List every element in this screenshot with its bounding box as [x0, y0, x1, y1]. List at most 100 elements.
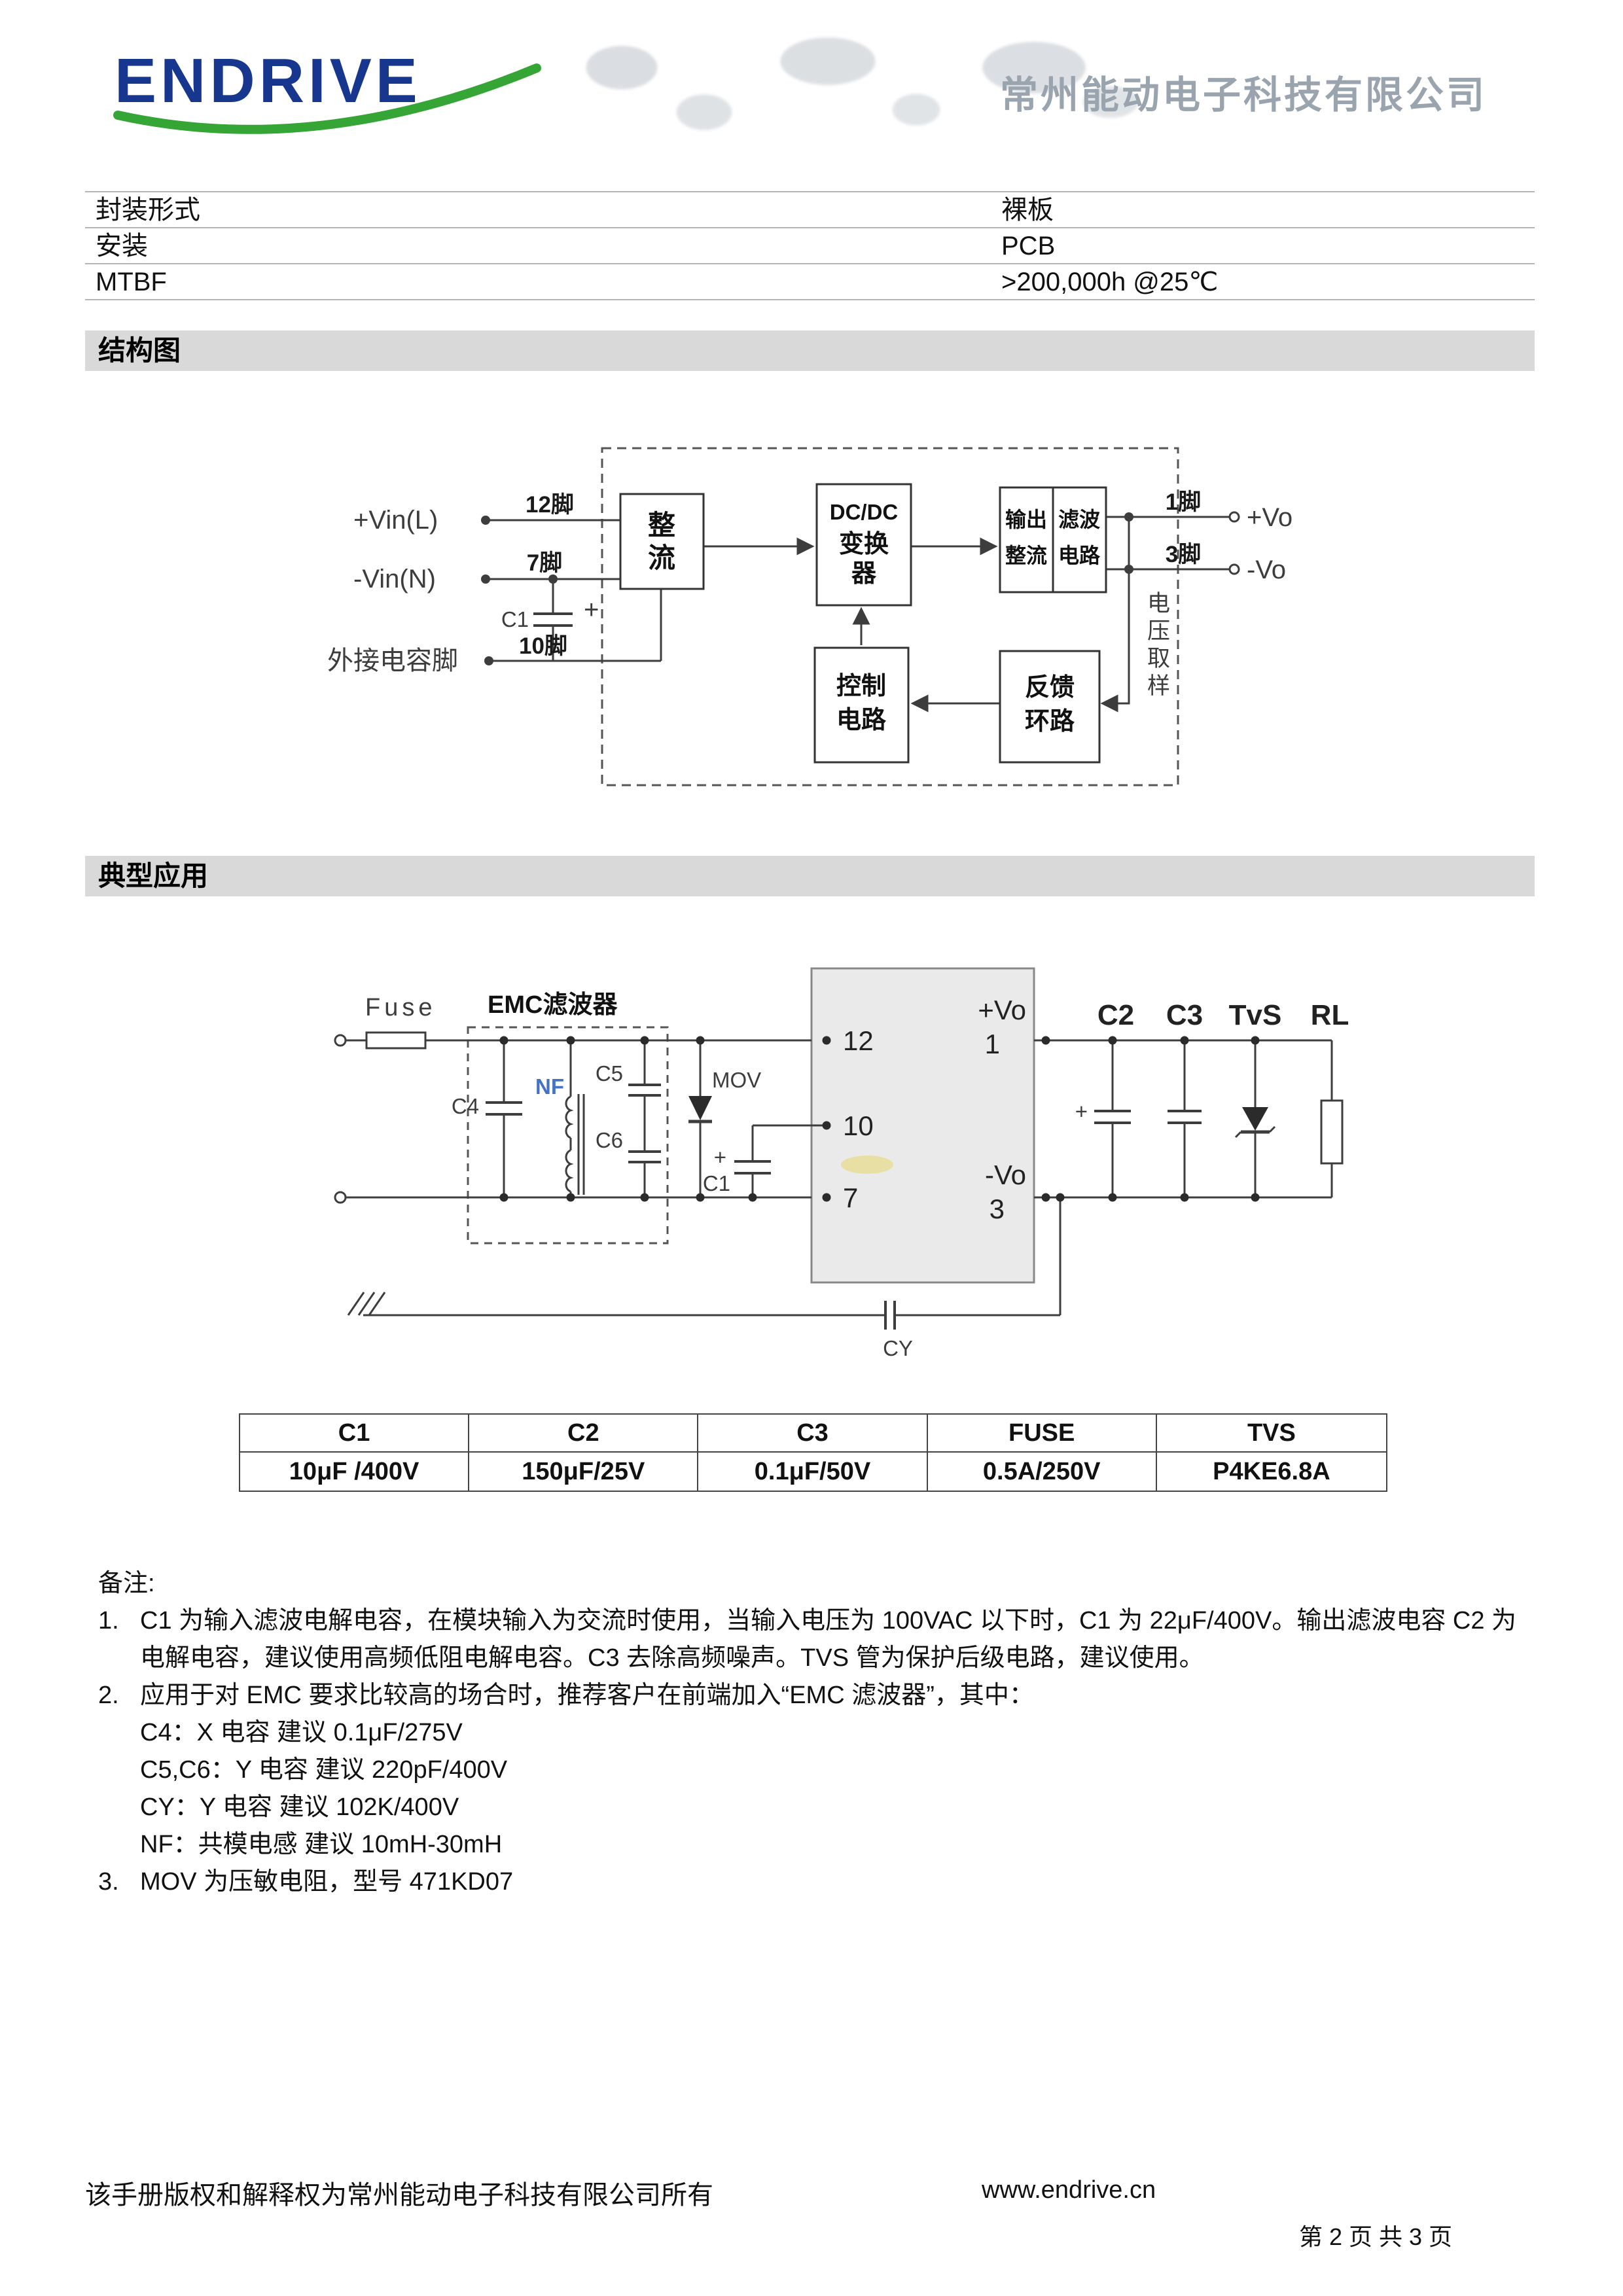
vo-plus-terminal: [1228, 511, 1240, 523]
note-text: 应用于对 EMC 要求比较高的场合时，推荐客户在前端加入“EMC 滤波器”，其中…: [140, 1682, 1034, 1709]
mov-symbol: [688, 1096, 712, 1120]
comp-header: C3: [698, 1415, 928, 1453]
pin10-dot: [822, 1121, 831, 1130]
comp-header: FUSE: [927, 1415, 1157, 1453]
c5-label: C5: [596, 1061, 623, 1086]
note-text: MOV 为压敏电阻，型号 471KD07: [140, 1868, 514, 1896]
application-diagram-svg: Fuse EMC滤波器 C4 NF C5 C6 MOV + C1 12 10 7…: [334, 967, 1349, 1360]
power-module-body: [810, 967, 1035, 1284]
dcdc-text-1: DC/DC: [830, 500, 899, 524]
spec-value: PCB: [1001, 232, 1056, 260]
note-number: 2.: [98, 1682, 119, 1709]
output-terminals: [1228, 511, 1240, 575]
semiconductor-symbols: [688, 1096, 1268, 1131]
rectifier-text-2: 流: [648, 542, 675, 573]
label-pin12: 12脚: [526, 492, 574, 518]
label-pin10: 10脚: [519, 633, 567, 659]
note-sub-c4: C4：X 电容 建议 0.1μF/275V: [140, 1719, 463, 1746]
c1-polarity-plus: +: [584, 595, 599, 624]
label-pin1: 1脚: [1166, 489, 1201, 515]
logo-swoosh: [113, 63, 541, 134]
pin7-label: 7: [843, 1182, 858, 1213]
module-vo-plus-label: +Vo: [978, 995, 1026, 1025]
structure-diagram: +Vin(L) 12脚 -Vin(N) 7脚 C1 + 外接电容脚 10脚 整 …: [262, 406, 1374, 838]
comp-header: C1: [240, 1415, 470, 1453]
label-ext-cap-pin: 外接电容脚: [327, 646, 458, 675]
label-c1: C1: [501, 607, 529, 631]
feedback-block: [999, 650, 1101, 764]
footer-url: www.endrive.cn: [982, 2176, 1156, 2204]
label-vin-minus: -Vin(N): [353, 565, 436, 593]
comp-header: C2: [469, 1415, 699, 1453]
endrive-logo: ENDRIVE: [113, 46, 541, 134]
module-vo-minus-label: -Vo: [985, 1159, 1026, 1190]
rectifier-text-1: 整: [648, 510, 675, 540]
control-text-1: 控制: [836, 673, 886, 700]
comp-value: P4KE6.8A: [1213, 1457, 1330, 1485]
spec-row: 安装 PCB: [85, 228, 1535, 264]
input-terminal-top: [334, 1034, 347, 1047]
fuse-label: Fuse: [365, 994, 436, 1021]
label-vin-plus: +Vin(L): [353, 506, 438, 535]
logo-text: ENDRIVE: [115, 46, 421, 116]
note-sub-c5c6: C5,C6：Y 电容 建议 220pF/400V: [140, 1756, 508, 1784]
pin12-label: 12: [843, 1025, 874, 1056]
dcdc-block: [815, 483, 912, 607]
structure-blocks: [619, 483, 1107, 764]
comp-header: TVS: [1156, 1415, 1386, 1453]
feedback-text-2: 环路: [1025, 708, 1075, 735]
pin1-label: 1: [985, 1029, 1000, 1059]
notes-title: 备注:: [98, 1570, 155, 1597]
spec-row: 封装形式 裸板: [85, 192, 1535, 228]
voltage-sample-label: 电压取样: [1144, 591, 1169, 701]
component-table: C1 C2 C3 FUSE TVS 10μF /400V 150μF/25V 0…: [239, 1413, 1387, 1492]
note-item-2: 2. 应用于对 EMC 要求比较高的场合时，推荐客户在前端加入“EMC 滤波器”…: [98, 1677, 1535, 1714]
footer-copyright: 该手册版权和解释权为常州能动电子科技有限公司所有: [85, 2181, 713, 2210]
comp-value: 150μF/25V: [469, 1453, 699, 1491]
control-block: [813, 646, 910, 764]
note-number: 1.: [98, 1607, 119, 1634]
spec-value: 裸板: [1001, 196, 1054, 224]
pin3-label: 3: [990, 1193, 1005, 1224]
pin7-dot: [822, 1193, 831, 1202]
output-rect-text-1: 输出: [1005, 508, 1047, 531]
label-pin3: 3脚: [1166, 542, 1201, 567]
comp-value: 0.5A/250V: [928, 1453, 1157, 1491]
spec-value: >200,000h @25℃: [1001, 268, 1219, 296]
pin12-dot: [822, 1036, 831, 1045]
comp-value: 10μF /400V: [240, 1453, 470, 1491]
company-name: 常州能动电子科技有限公司: [1000, 74, 1488, 116]
world-map-image: [563, 23, 1152, 150]
input-terminal-bottom: [334, 1191, 347, 1204]
emc-filter-dashed-box: [467, 1026, 669, 1245]
output-rect-text-2: 整流: [1005, 544, 1047, 567]
structure-diagram-svg: +Vin(L) 12脚 -Vin(N) 7脚 C1 + 外接电容脚 10脚 整 …: [327, 447, 1293, 786]
spec-label: 封装形式: [96, 196, 200, 224]
nf-label: NF: [535, 1074, 564, 1099]
c4-label: C4: [452, 1094, 479, 1118]
vo-minus-terminal: [1228, 563, 1240, 575]
filter-text-1: 滤波: [1058, 508, 1100, 531]
dcdc-text-2: 变换: [839, 531, 889, 558]
note-sub-nf: NF：共模电感 建议 10mH-30mH: [140, 1831, 503, 1858]
c2-polarity-plus: +: [1075, 1099, 1088, 1123]
pin10-label: 10: [843, 1110, 874, 1141]
application-diagram: Fuse EMC滤波器 C4 NF C5 C6 MOV + C1 12 10 7…: [275, 936, 1427, 1394]
rl-label: RL: [1311, 999, 1349, 1031]
spec-label: 安装: [96, 232, 148, 260]
mov-label: MOV: [712, 1068, 761, 1092]
c3-label: C3: [1166, 999, 1203, 1031]
note-number: 3.: [98, 1868, 119, 1896]
input-terminals: [334, 1034, 347, 1204]
highlight-artifact: [841, 1156, 893, 1174]
note-sub-cy: CY：Y 电容 建议 102K/400V: [140, 1793, 459, 1821]
feedback-text-1: 反馈: [1025, 674, 1075, 701]
note-item-3: 3. MOV 为压敏电阻，型号 471KD07: [98, 1863, 1535, 1901]
dcdc-text-3: 器: [851, 560, 877, 588]
rectifier-block: [619, 493, 705, 590]
notes-section: 备注: 1. C1 为输入滤波电解电容，在模块输入为交流时使用，当输入电压为 1…: [98, 1565, 1535, 1901]
c6-label: C6: [596, 1128, 623, 1152]
c2-label: C2: [1097, 999, 1134, 1031]
note-text: C1 为输入滤波电解电容，在模块输入为交流时使用，当输入电压为 100VAC 以…: [140, 1607, 1517, 1672]
